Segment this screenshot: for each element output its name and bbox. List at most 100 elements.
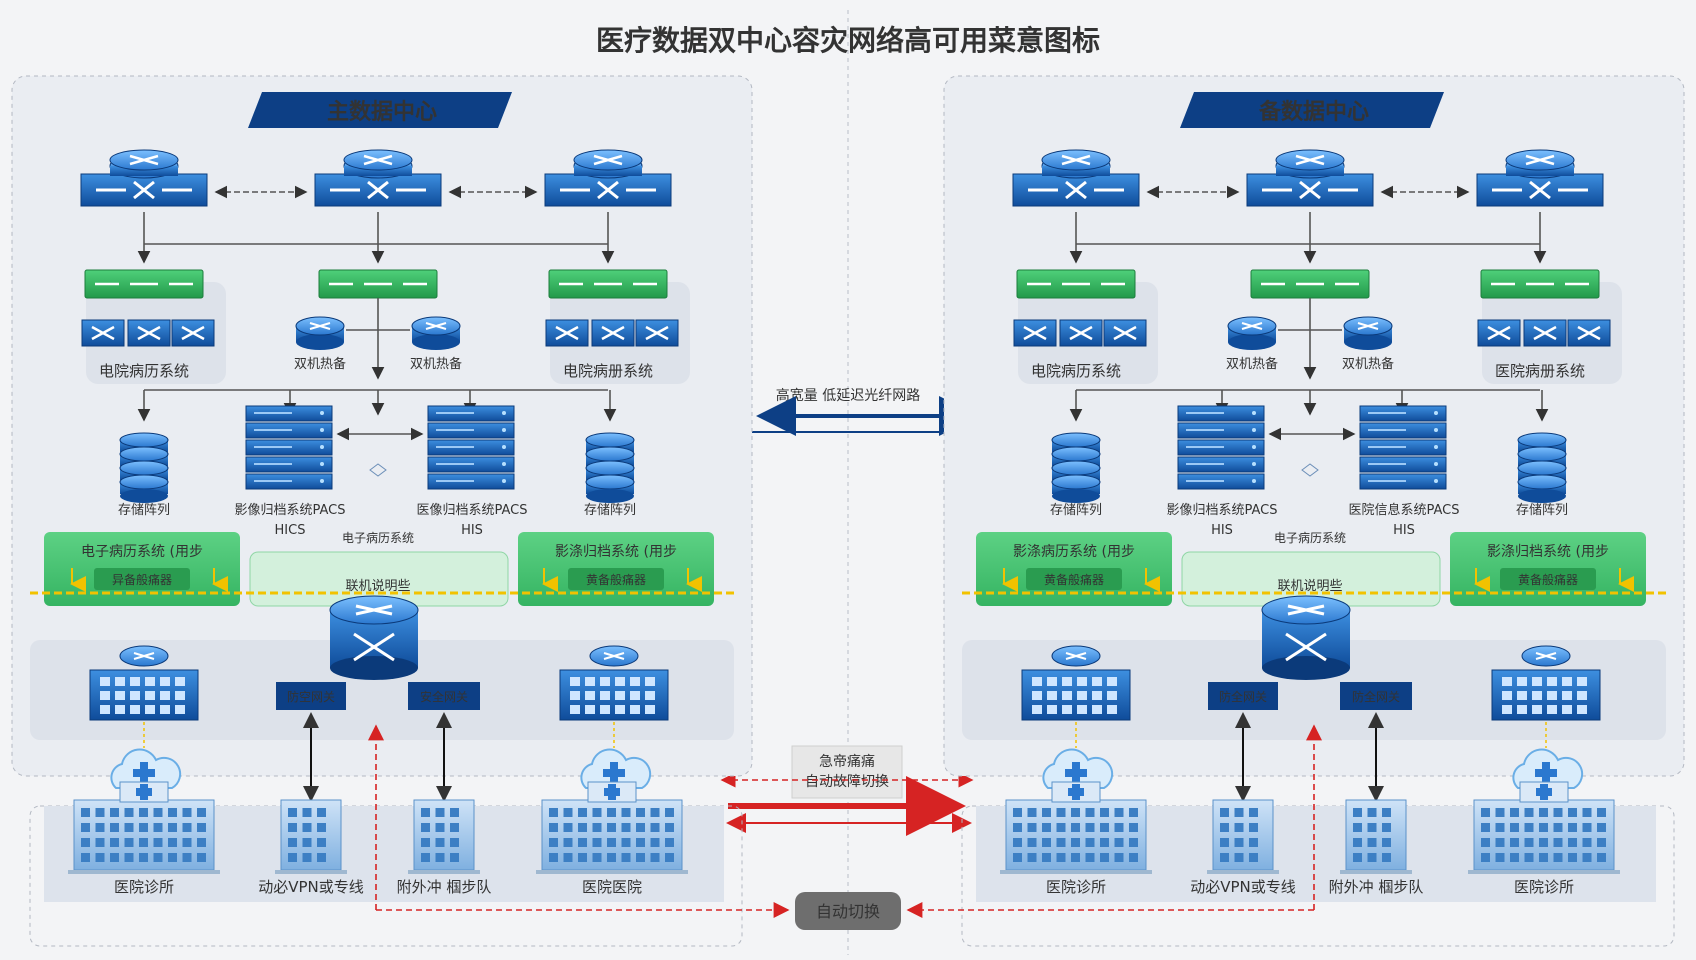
failover-line2: 自动故障切换 bbox=[805, 773, 889, 790]
firewall-window bbox=[1047, 691, 1057, 700]
server-led bbox=[1434, 411, 1438, 415]
perimeter-panel bbox=[30, 640, 734, 740]
sync-panel-button[interactable] bbox=[94, 568, 190, 590]
firewall-window bbox=[1502, 691, 1512, 700]
firewall-window bbox=[1547, 705, 1557, 714]
firewall-window bbox=[1062, 677, 1072, 686]
firewall-window bbox=[1032, 677, 1042, 686]
storage-disk-top bbox=[1051, 432, 1101, 448]
building-window bbox=[563, 808, 573, 817]
building-window bbox=[168, 838, 177, 847]
building-window bbox=[302, 808, 312, 817]
firewall-window bbox=[1077, 677, 1087, 686]
building-window bbox=[1056, 853, 1066, 862]
firewall-window bbox=[130, 705, 140, 714]
medical-cloud-icon bbox=[580, 748, 652, 789]
hospital-building-icon bbox=[1207, 799, 1279, 874]
hot-standby-label: 双机热备 bbox=[294, 356, 346, 372]
building-window bbox=[168, 823, 177, 832]
storage-disk-top bbox=[119, 474, 169, 490]
firewall-window bbox=[585, 705, 595, 714]
server-led bbox=[502, 428, 506, 432]
auto-switch-button[interactable] bbox=[795, 892, 901, 930]
building-window bbox=[1539, 853, 1548, 862]
building-window bbox=[153, 838, 163, 847]
site-label: 医院诊所 bbox=[1046, 878, 1106, 896]
site-label: 动必VPN或专线 bbox=[1190, 878, 1296, 896]
firewall-window bbox=[1547, 691, 1557, 700]
storage-disk-top bbox=[1517, 446, 1567, 462]
building-window bbox=[1353, 853, 1362, 862]
building-window bbox=[1129, 838, 1138, 847]
hospital-cross-h bbox=[1068, 788, 1084, 796]
sync-panel-button[interactable] bbox=[1026, 568, 1122, 590]
load-balancer-icon bbox=[1480, 269, 1600, 299]
storage-label: 存储阵列 bbox=[1516, 503, 1568, 518]
access-switch-icon bbox=[81, 319, 125, 347]
building-window bbox=[578, 838, 587, 847]
switch-disc-side bbox=[1042, 166, 1110, 176]
firewall-window bbox=[1107, 705, 1117, 714]
building-window bbox=[95, 823, 105, 832]
router-arrows bbox=[1357, 322, 1379, 330]
building-window bbox=[139, 853, 148, 862]
firewall-window bbox=[175, 677, 185, 686]
firewall-window bbox=[1517, 691, 1527, 700]
core-switch-icon bbox=[314, 149, 442, 207]
building-window bbox=[1220, 853, 1229, 862]
site-label: 医院诊所 bbox=[1514, 878, 1574, 896]
building-window bbox=[1582, 838, 1592, 847]
gateway-box bbox=[408, 682, 480, 710]
building-window bbox=[435, 823, 445, 832]
storage-disk-top bbox=[585, 432, 635, 448]
hot-standby-label: 双机热备 bbox=[1226, 356, 1278, 372]
building-window bbox=[1382, 808, 1391, 817]
building-window bbox=[168, 808, 177, 817]
building-window bbox=[1597, 808, 1606, 817]
firewall-window bbox=[1092, 705, 1102, 714]
storage-disk-top bbox=[1517, 474, 1567, 490]
building-window bbox=[592, 838, 602, 847]
center-header-title: 主数据中心 bbox=[327, 99, 437, 125]
switch-arrows bbox=[1262, 180, 1358, 200]
building-window bbox=[1129, 808, 1138, 817]
access-switch-mark bbox=[91, 325, 115, 341]
hospital-building-icon bbox=[1468, 781, 1620, 874]
sync-panel-button[interactable] bbox=[1500, 568, 1596, 590]
server-led bbox=[320, 445, 324, 449]
building-window bbox=[665, 838, 674, 847]
building-window bbox=[1495, 853, 1505, 862]
building-window bbox=[1481, 823, 1490, 832]
firewall-window bbox=[1077, 691, 1087, 700]
building-window bbox=[421, 808, 430, 817]
firewall-building-icon bbox=[1021, 645, 1131, 721]
gateway-label: 防空网关 bbox=[287, 689, 335, 704]
firewall-window bbox=[570, 705, 580, 714]
building-window bbox=[549, 808, 558, 817]
building-window bbox=[435, 853, 445, 862]
building-window bbox=[139, 838, 148, 847]
building-window bbox=[153, 853, 163, 862]
server-led bbox=[1252, 428, 1256, 432]
firewall-window bbox=[145, 677, 155, 686]
sync-panel-button[interactable] bbox=[568, 568, 664, 590]
building-window bbox=[549, 823, 558, 832]
building-window bbox=[1582, 853, 1592, 862]
switch-disc-side bbox=[1276, 166, 1344, 176]
building-window bbox=[139, 823, 148, 832]
building-window bbox=[1481, 853, 1490, 862]
building-window bbox=[197, 853, 206, 862]
load-balancer-icon bbox=[1016, 269, 1136, 299]
building-window bbox=[1042, 808, 1051, 817]
access-switch-mark bbox=[1023, 325, 1047, 341]
core-router-icon bbox=[1261, 595, 1351, 680]
firewall-window bbox=[570, 691, 580, 700]
building-window bbox=[110, 838, 119, 847]
storage-array-icon bbox=[119, 432, 169, 503]
firewall-window bbox=[645, 677, 655, 686]
core-router-arrows bbox=[353, 604, 395, 662]
building-window bbox=[607, 823, 616, 832]
firewall-window bbox=[1502, 677, 1512, 686]
cluster-label: 医院病册系统 bbox=[1495, 362, 1585, 380]
building-window bbox=[592, 853, 602, 862]
